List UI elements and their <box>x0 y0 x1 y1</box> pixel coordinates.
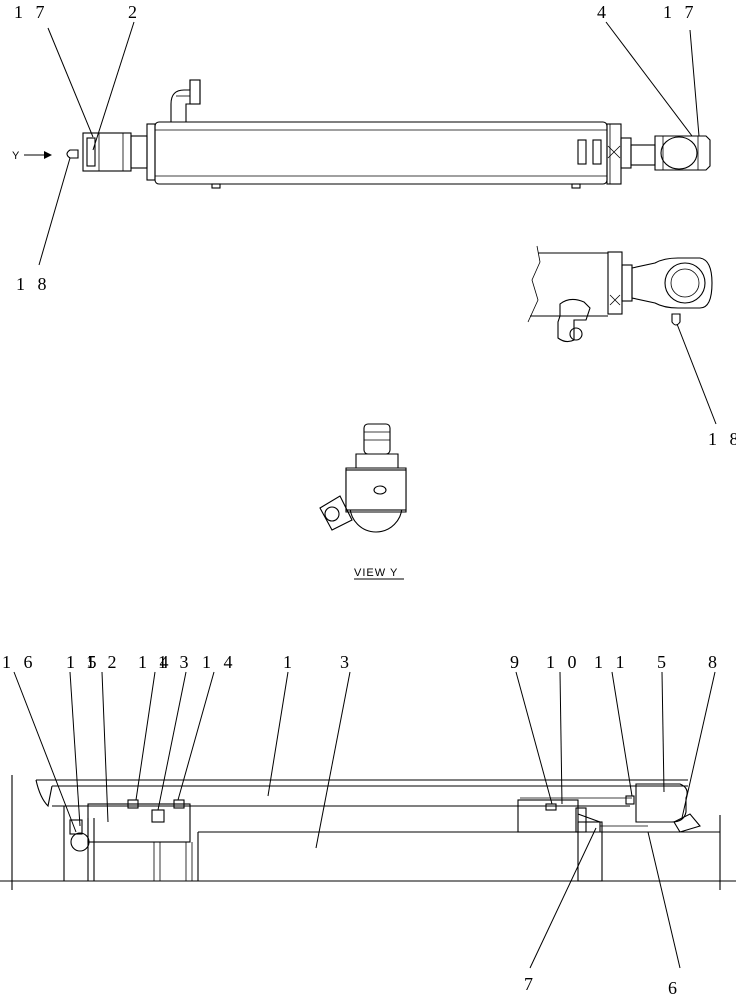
callout-12: 1 2 <box>86 652 121 672</box>
callout-14-b: 1 4 <box>202 652 237 672</box>
view-arrow-label: Y <box>12 150 20 162</box>
callout-13: 1 3 <box>158 652 193 672</box>
cylinder-side-view: Y <box>12 79 711 189</box>
view-y-drawing <box>319 423 407 533</box>
callout-2: 2 <box>128 2 141 22</box>
callout-17-left: 1 7 <box>14 2 49 22</box>
callout-17-right: 1 7 <box>663 2 698 22</box>
callout-6: 6 <box>668 978 681 998</box>
callout-9: 9 <box>510 652 523 672</box>
cylinder-section-view <box>0 775 736 890</box>
callout-18-right: 1 8 <box>708 429 736 449</box>
callout-10: 1 0 <box>546 652 581 672</box>
callout-18-left: 1 8 <box>16 274 51 294</box>
callout-14-a: 1 4 <box>138 652 173 672</box>
callout-1: 1 <box>283 652 296 672</box>
callout-4: 4 <box>597 2 610 22</box>
callout-8: 8 <box>708 652 721 672</box>
callout-3: 3 <box>340 652 353 672</box>
callout-5: 5 <box>657 652 670 672</box>
callout-16: 1 6 <box>2 652 37 672</box>
callout-11: 1 1 <box>594 652 629 672</box>
section-leaders <box>13 671 716 969</box>
rod-eye-detail <box>527 245 717 425</box>
view-y-title: VIEW Y <box>354 567 398 579</box>
callout-15: 1 5 <box>66 652 101 672</box>
top-leaders <box>38 21 700 266</box>
callout-7: 7 <box>524 974 537 994</box>
